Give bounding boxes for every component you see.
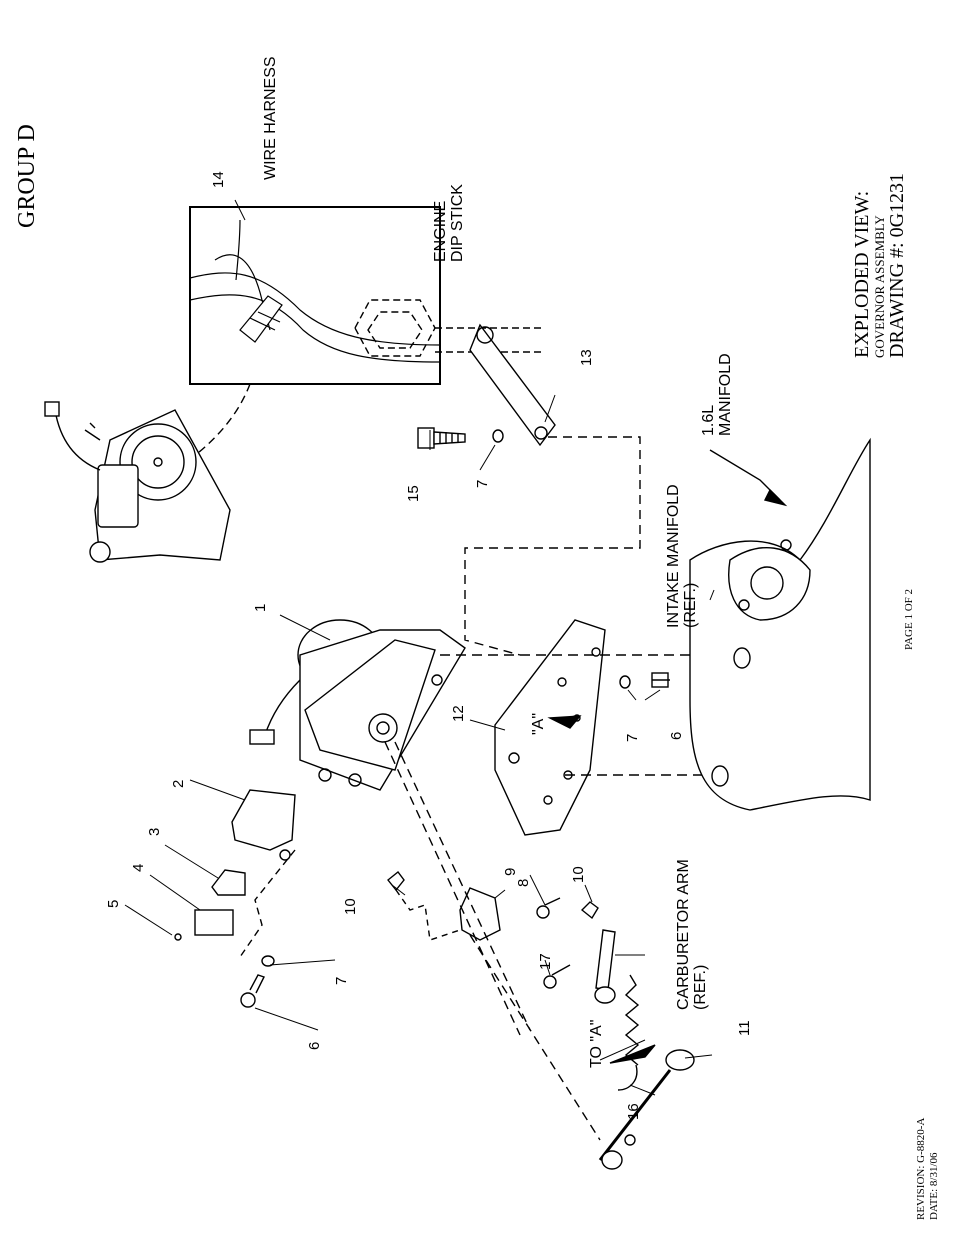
washer-7-top: [492, 429, 504, 443]
revision-block: REVISION: G-8820-A DATE: 8/31/06: [915, 1118, 941, 1220]
callout-7-top: 7: [474, 479, 491, 488]
governor-assembly-view: [44, 401, 231, 563]
callout-3: 3: [146, 827, 163, 836]
actuator-parts-2-3-4: [174, 789, 296, 941]
dip-stick-part: [354, 299, 556, 447]
nut-10-right: [580, 901, 599, 920]
engine-text: ENGINE: [432, 200, 449, 262]
callout-leaders: [124, 199, 715, 1096]
rod-11: [598, 1049, 695, 1170]
intake-manifold-label: INTAKE MANIFOLD (REF.): [665, 484, 699, 628]
callout-17: 17: [537, 953, 554, 970]
date-text: DATE: 8/31/06: [928, 1152, 940, 1220]
washer-7-left: [261, 955, 275, 967]
plate-12: [494, 619, 606, 836]
screw-6-left: [240, 974, 265, 1008]
revision-text: REVISION: G-8820-A: [915, 1117, 927, 1220]
intake-manifold-text: INTAKE MANIFOLD: [665, 484, 682, 628]
manifold-16l-label: 1.6L MANIFOLD: [700, 353, 734, 436]
a-label: "A": [530, 712, 547, 735]
callout-6-left: 6: [306, 1041, 323, 1050]
screw-8: [536, 897, 561, 919]
wire-harness-label: WIRE HARNESS: [262, 56, 279, 180]
intake-manifold: [689, 437, 871, 811]
callout-6-mid: 6: [668, 731, 685, 740]
callout-10-right: 10: [570, 866, 587, 883]
nut-10-left: [387, 871, 405, 892]
callout-1: 1: [252, 603, 269, 612]
title-line-1: EXPLODED VIEW:: [851, 190, 873, 358]
callout-7-mid: 7: [624, 733, 641, 742]
title-line-3: DRAWING #: 0G1231: [886, 172, 908, 358]
screw-6-mid: [651, 672, 670, 688]
callout-16: 16: [625, 1103, 642, 1120]
page-number: PAGE 1 OF 2: [903, 588, 915, 650]
group-heading: GROUP D: [14, 124, 40, 228]
carburetor-arm: [594, 929, 616, 1004]
callout-14: 14: [210, 171, 227, 188]
bolt-15: [417, 427, 466, 449]
to-a-label: TO "A": [588, 1019, 605, 1068]
dipstick-text: DIP STICK: [449, 184, 466, 262]
callout-13: 13: [578, 349, 595, 366]
callout-7-left: 7: [333, 976, 350, 985]
dipstick-dashline: [464, 436, 641, 656]
intake-ref-text: (REF.): [682, 582, 699, 628]
washer-7-mid: [619, 675, 631, 689]
callout-4: 4: [130, 863, 147, 872]
screw-17: [543, 964, 571, 989]
callout-8: 8: [515, 878, 532, 887]
callout-10-left: 10: [342, 898, 359, 915]
governor-body-part-1: [249, 619, 466, 791]
callout-2: 2: [170, 779, 187, 788]
callout-15: 15: [405, 485, 422, 502]
callout-5: 5: [105, 899, 122, 908]
engine-dipstick-label: ENGINE DIP STICK: [432, 184, 466, 262]
carb-ref-text: (REF.): [692, 964, 709, 1010]
title-line-2: GOVERNOR ASSEMBLY: [872, 215, 887, 358]
callout-9: 9: [502, 867, 519, 876]
manifold-text: MANIFOLD: [717, 353, 734, 436]
carburetor-arm-label: CARBURETOR ARM (REF.): [675, 859, 709, 1010]
title-block: EXPLODED VIEW: GOVERNOR ASSEMBLY DRAWING…: [851, 172, 908, 358]
carb-arm-text: CARBURETOR ARM: [675, 859, 692, 1010]
callout-12: 12: [450, 705, 467, 722]
manifold-16l-text: 1.6L: [700, 404, 717, 436]
bracket-9: [459, 887, 501, 941]
actuator-dashline: [239, 849, 296, 958]
wire-harness-detail: [189, 219, 441, 363]
callout-11: 11: [736, 1020, 753, 1036]
linkage-dashlines: [384, 741, 531, 1036]
spring-16: [624, 974, 640, 1066]
detail-inset-box: [189, 206, 441, 385]
